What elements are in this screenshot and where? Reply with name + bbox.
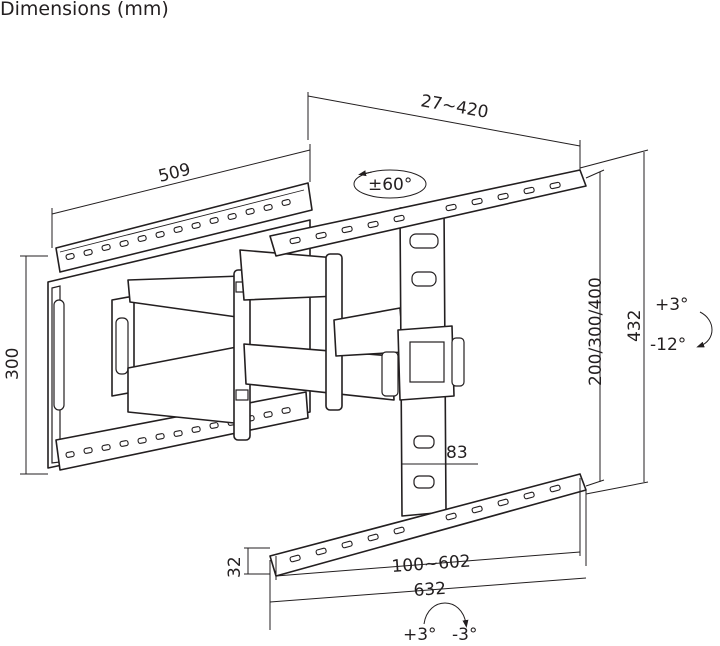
swing-arms	[111, 249, 405, 441]
dim-wall-plate-width	[51, 144, 311, 248]
vesa-top-rail	[269, 169, 587, 257]
label-432: 432	[625, 310, 645, 342]
swivel-indicator	[353, 169, 427, 199]
label-632: 632	[413, 579, 447, 601]
label-tilt-up: +3°	[655, 295, 689, 315]
dim-vesa-vertical	[585, 169, 605, 487]
label-32: 32	[225, 556, 245, 578]
page-title: Dimensions (mm)	[0, 0, 169, 20]
label-300: 300	[3, 348, 23, 380]
dim-rail-width	[269, 490, 587, 630]
label-level-plus: +3°	[403, 625, 437, 645]
dim-overall-height	[579, 149, 649, 495]
label-level-minus: -3°	[452, 625, 477, 645]
label-200-300-400: 200/300/400	[586, 277, 606, 386]
wall-plate-upper-slots	[65, 198, 291, 261]
label-83: 83	[446, 443, 468, 463]
level-indicator	[423, 602, 469, 628]
dim-wall-plate-height	[20, 255, 48, 475]
dim-rail-height	[244, 547, 270, 575]
dim-extension	[307, 92, 581, 170]
label-tilt-down: -12°	[650, 335, 686, 355]
label-100-602: 100~602	[391, 552, 471, 577]
tilt-indicator	[696, 311, 713, 348]
label-swivel: ±60°	[368, 175, 412, 195]
label-509: 509	[156, 160, 192, 187]
dim-vesa-horizontal	[275, 478, 581, 580]
vesa-vertical-bracket	[381, 205, 465, 517]
